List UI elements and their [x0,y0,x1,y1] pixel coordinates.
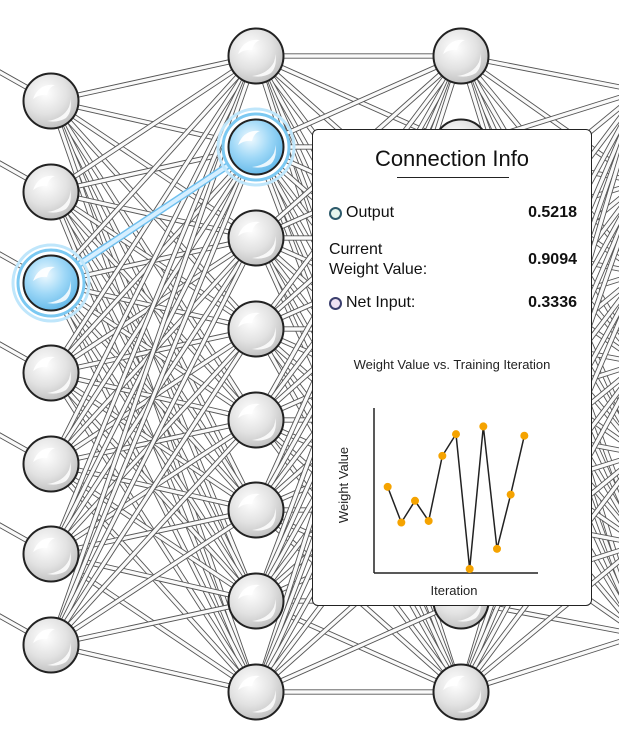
neuron-node[interactable] [227,209,285,267]
output-label: Output [346,204,395,221]
neuron-node[interactable] [227,481,285,539]
neuron-node[interactable] [22,344,80,402]
weight-label-line2: Weight Value: [329,261,428,278]
data-point [493,544,501,553]
connection-edge-fill [49,54,258,103]
data-point [506,490,515,499]
weight-row: Current Weight Value: 0.9094 [329,240,577,280]
data-point [520,431,529,440]
connection-edge-fill [49,508,258,647]
net-input-dot-icon [329,297,342,310]
neuron-node[interactable] [22,72,80,130]
connection-edge-fill [49,327,258,647]
neuron-node[interactable] [227,663,285,721]
highlighted-connection-fill [49,145,258,285]
y-axis-label: Weight Value [336,447,351,523]
data-point [411,496,419,505]
neuron-node[interactable] [22,435,80,493]
output-dot-icon [329,207,342,220]
output-value: 0.5218 [528,204,577,221]
connection-edge-fill [49,236,258,647]
title-underline [397,177,509,178]
panel-title: Connection Info [374,146,530,171]
connection-edge-fill [49,54,258,647]
data-point [438,451,447,460]
neuron-node[interactable] [432,27,490,85]
weight-label-line1: Current [329,241,383,258]
connection-edge-fill [254,599,463,694]
neuron-node[interactable] [227,27,285,85]
neuron-node[interactable] [22,163,80,221]
connection-edge-fill [49,54,258,194]
connection-edge-fill [49,145,258,647]
weight-value: 0.9094 [528,251,577,268]
connection-edge-fill [49,54,258,285]
neuron-node[interactable] [432,663,490,721]
x-axis-label: Iteration [431,583,478,598]
neuron-node[interactable] [22,525,80,583]
net-input-value: 0.3336 [528,294,577,311]
connection-edge-fill [459,639,619,694]
data-point [465,565,474,573]
connection-edge-fill [49,54,258,556]
neuron-node-selected[interactable] [216,107,296,187]
net-input-label: Net Input: [346,294,416,311]
data-point [424,516,433,525]
connection-edge-fill [49,54,258,466]
data-point [452,430,460,439]
connection-edge-fill [459,54,619,89]
series-line [386,426,526,570]
data-point [479,422,488,431]
neuron-node-selected[interactable] [11,243,91,323]
neuron-node[interactable] [227,300,285,358]
chart-title: Weight Value vs. Training Iteration [353,357,551,372]
connection-info-panel: Connection Info Output 0.5218 Current We… [312,129,592,606]
connection-edge-fill [49,418,258,647]
neuron-node[interactable] [227,572,285,630]
neuron-node[interactable] [22,616,80,674]
data-point [383,482,392,491]
connection-edge-fill [49,643,258,694]
data-point [397,518,406,527]
connection-edge-fill [459,559,619,694]
connection-edge-fill [49,599,258,647]
neuron-node[interactable] [227,391,285,449]
